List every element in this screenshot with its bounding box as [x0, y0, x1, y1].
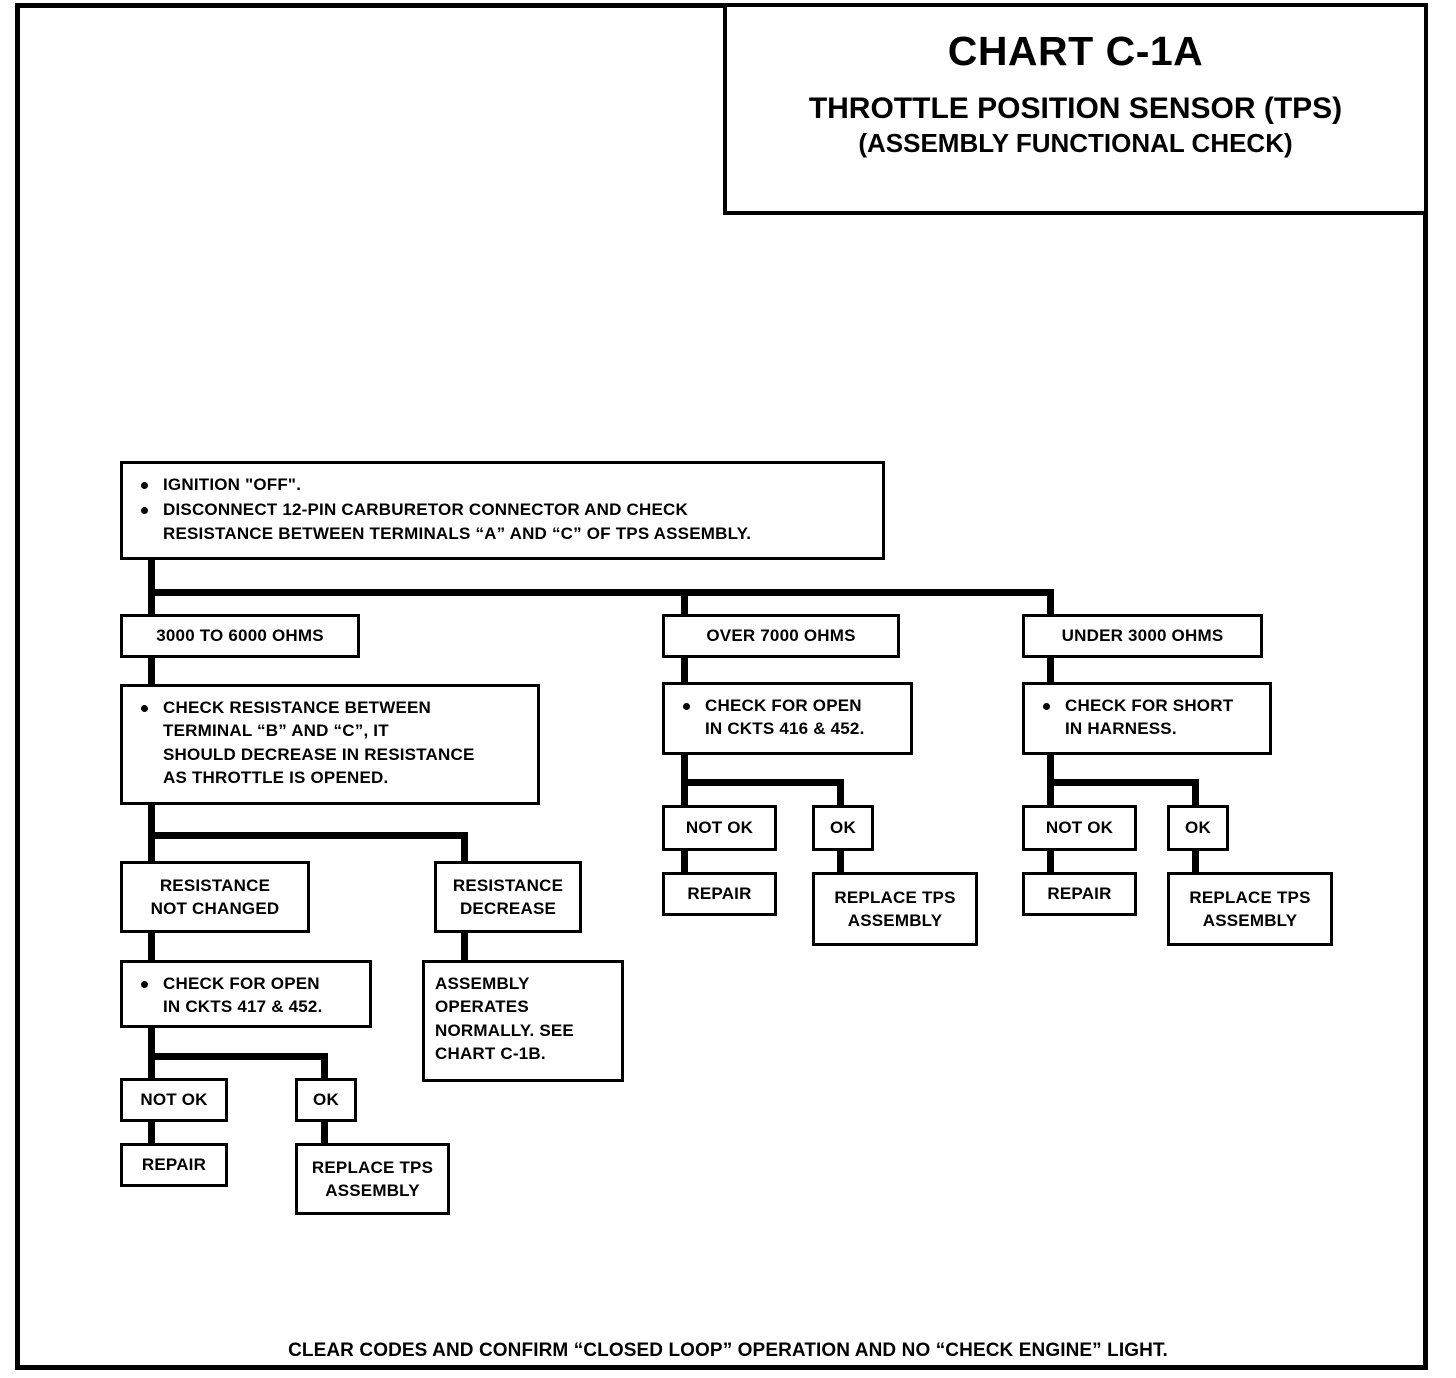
branch-left-outcome-b-result-box: ASSEMBLY OPERATES NORMALLY. SEE CHART C-…: [422, 960, 624, 1082]
branch-left-outcome-a-action-list: CHECK FOR OPEN IN CKTS 417 & 452.: [133, 972, 359, 1019]
branch-right-repair: REPAIR: [1022, 872, 1137, 916]
connector-branch-left-drop: [148, 589, 155, 618]
connector-start-drop: [148, 560, 155, 592]
connector-branch-middle-drop: [681, 589, 688, 618]
branch-left-replace-label: REPLACE TPS ASSEMBLY: [311, 1157, 434, 1200]
branch-right-condition-label: UNDER 3000 OHMS: [1061, 626, 1224, 646]
branch-left-repair: REPAIR: [120, 1143, 228, 1187]
connector-left-split-bus: [148, 832, 468, 839]
branch-left-condition-label: 3000 TO 6000 OHMS: [156, 626, 324, 646]
chart-subtitle-line1: THROTTLE POSITION SENSOR (TPS): [808, 92, 1343, 126]
start-instruction-list: IGNITION "OFF". DISCONNECT 12-PIN CARBUR…: [133, 473, 872, 545]
branch-middle-ok: OK: [812, 805, 874, 851]
branch-left-outcome-b-label: RESISTANCE DECREASE: [452, 875, 564, 918]
connector-left-outcome-a-to-check: [148, 931, 155, 962]
connector-middle-notok-drop: [681, 779, 688, 807]
branch-middle-ok-label: OK: [830, 818, 856, 838]
connector-right-notok-drop: [1047, 779, 1054, 807]
branch-left-outcome-a-action-box: CHECK FOR OPEN IN CKTS 417 & 452.: [120, 960, 372, 1028]
branch-left-outcome-a-action-text: CHECK FOR OPEN IN CKTS 417 & 452.: [133, 972, 359, 1019]
branch-middle-not-ok: NOT OK: [662, 805, 777, 851]
branch-right-replace-label: REPLACE TPS ASSEMBLY: [1189, 887, 1311, 930]
branch-left-action-list: CHECK RESISTANCE BETWEEN TERMINAL “B” AN…: [133, 696, 527, 790]
connector-left-outcome-b-drop: [461, 832, 468, 864]
branch-middle-repair-label: REPAIR: [687, 884, 752, 904]
branch-left-action-text: CHECK RESISTANCE BETWEEN TERMINAL “B” AN…: [133, 696, 527, 790]
branch-left-outcome-b-result-text: ASSEMBLY OPERATES NORMALLY. SEE CHART C-…: [435, 974, 574, 1064]
branch-middle-action-text: CHECK FOR OPEN IN CKTS 416 & 452.: [675, 694, 900, 741]
branch-left-not-ok-label: NOT OK: [140, 1090, 208, 1110]
branch-left-ok-label: OK: [313, 1090, 339, 1110]
connector-middle-ok-to-replace: [837, 849, 844, 874]
connector-left-ok-to-replace: [321, 1120, 328, 1145]
footer-note: CLEAR CODES AND CONFIRM “CLOSED LOOP” OP…: [288, 1340, 1168, 1361]
connector-main-bus: [148, 589, 1054, 596]
connector-middle-okbus: [681, 779, 844, 786]
branch-right-not-ok-label: NOT OK: [1045, 818, 1114, 838]
branch-right-replace: REPLACE TPS ASSEMBLY: [1167, 872, 1333, 946]
connector-right-okbus: [1047, 779, 1199, 786]
branch-left-outcome-a-label: RESISTANCE NOT CHANGED: [150, 875, 280, 918]
branch-middle-replace: REPLACE TPS ASSEMBLY: [812, 872, 978, 946]
branch-right-repair-label: REPAIR: [1047, 884, 1112, 904]
connector-right-notok-to-repair: [1047, 849, 1054, 874]
branch-left-ok: OK: [295, 1078, 357, 1122]
connector-middle-notok-to-repair: [681, 849, 688, 874]
branch-right-condition: UNDER 3000 OHMS: [1022, 614, 1263, 658]
branch-left-outcome-a: RESISTANCE NOT CHANGED: [120, 861, 310, 933]
connector-middle-condition-to-action: [681, 656, 688, 684]
connector-left-check-drop: [148, 1026, 155, 1056]
connector-left-outcome-a-drop: [148, 832, 155, 864]
connector-left-notok-to-repair: [148, 1120, 155, 1145]
connector-left-outcome-b-to-result: [461, 931, 468, 962]
branch-middle-condition-label: OVER 7000 OHMS: [706, 626, 856, 646]
connector-left-ok-drop: [321, 1053, 328, 1081]
start-bullet-1: IGNITION "OFF".: [133, 473, 872, 496]
connector-right-ok-drop: [1192, 779, 1199, 807]
chart-subtitle-line2: (ASSEMBLY FUNCTIONAL CHECK): [858, 127, 1293, 158]
connector-left-action-drop: [148, 805, 155, 835]
branch-left-condition: 3000 TO 6000 OHMS: [120, 614, 360, 658]
connector-right-action-drop: [1047, 753, 1054, 782]
branch-middle-repair: REPAIR: [662, 872, 777, 916]
start-instruction-box: IGNITION "OFF". DISCONNECT 12-PIN CARBUR…: [120, 461, 885, 560]
branch-middle-condition: OVER 7000 OHMS: [662, 614, 900, 658]
page-border: [15, 3, 1428, 1370]
connector-middle-ok-drop: [837, 779, 844, 807]
connector-branch-right-drop: [1047, 589, 1054, 618]
branch-right-ok-label: OK: [1185, 818, 1211, 838]
branch-right-not-ok: NOT OK: [1022, 805, 1137, 851]
chart-id: CHART C-1A: [947, 28, 1204, 74]
branch-left-outcome-b: RESISTANCE DECREASE: [434, 861, 582, 933]
branch-right-action-list: CHECK FOR SHORT IN HARNESS.: [1035, 694, 1259, 741]
connector-right-condition-to-action: [1047, 656, 1054, 684]
branch-left-replace: REPLACE TPS ASSEMBLY: [295, 1143, 450, 1215]
branch-middle-replace-label: REPLACE TPS ASSEMBLY: [834, 887, 956, 930]
connector-middle-action-drop: [681, 753, 688, 782]
branch-right-ok: OK: [1167, 805, 1229, 851]
branch-middle-action-list: CHECK FOR OPEN IN CKTS 416 & 452.: [675, 694, 900, 741]
connector-left-notok-drop: [148, 1053, 155, 1081]
branch-middle-action-box: CHECK FOR OPEN IN CKTS 416 & 452.: [662, 682, 913, 755]
branch-right-action-box: CHECK FOR SHORT IN HARNESS.: [1022, 682, 1272, 755]
branch-middle-not-ok-label: NOT OK: [685, 818, 754, 838]
branch-left-not-ok: NOT OK: [120, 1078, 228, 1122]
start-bullet-2: DISCONNECT 12-PIN CARBURETOR CONNECTOR A…: [133, 498, 872, 545]
branch-right-action-text: CHECK FOR SHORT IN HARNESS.: [1035, 694, 1259, 741]
branch-left-repair-label: REPAIR: [141, 1155, 207, 1175]
connector-left-condition-to-action: [148, 656, 155, 686]
connector-left-okbus: [148, 1053, 328, 1060]
title-block: CHART C-1A THROTTLE POSITION SENSOR (TPS…: [723, 3, 1428, 215]
branch-left-action-box: CHECK RESISTANCE BETWEEN TERMINAL “B” AN…: [120, 684, 540, 805]
connector-right-ok-to-replace: [1192, 849, 1199, 874]
